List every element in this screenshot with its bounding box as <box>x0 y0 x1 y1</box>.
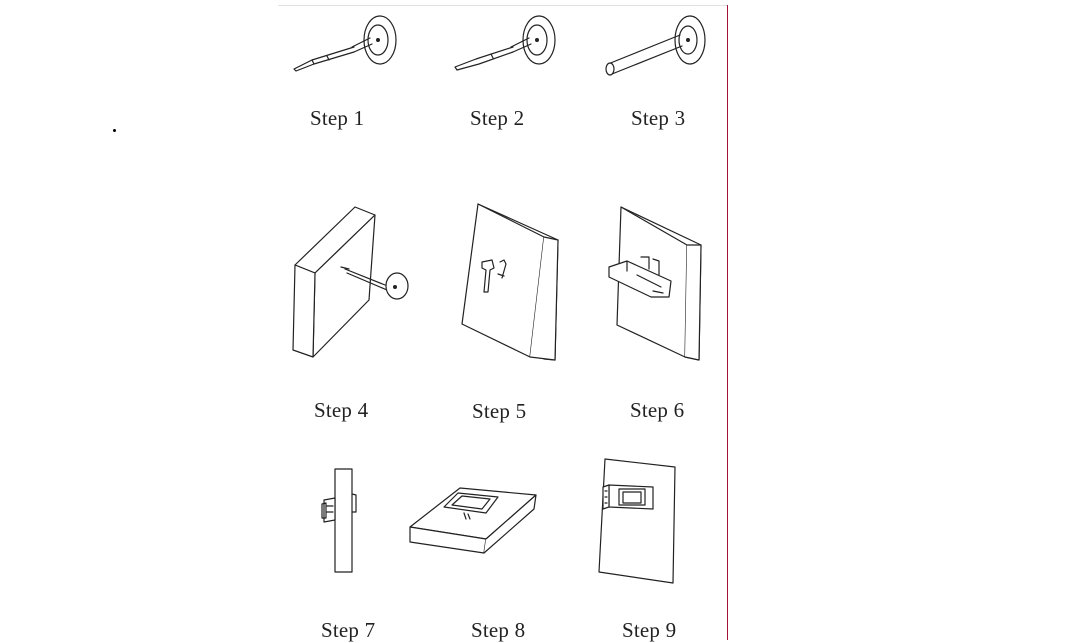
page-right-margin-line <box>727 5 728 640</box>
step-8-figure <box>408 485 538 555</box>
step-5-figure <box>460 202 560 362</box>
step-6-figure <box>607 205 707 363</box>
screw-mount-cable-icon <box>454 15 556 71</box>
step-9-label: Step 9 <box>622 618 677 642</box>
step-7-figure <box>320 468 365 574</box>
step-2-label: Step 2 <box>470 106 525 130</box>
step-3-label: Step 3 <box>631 106 686 130</box>
door-side-view-icon <box>321 468 357 573</box>
screw-mount-cover-icon <box>605 15 706 76</box>
step-1-figure <box>292 14 402 74</box>
step-7-label: Step 7 <box>321 618 376 642</box>
step-1-label: Step 1 <box>310 106 365 130</box>
step-5-label: Step 5 <box>472 399 527 423</box>
bullet-dot <box>113 129 116 132</box>
screw-mount-cable-icon <box>293 15 397 72</box>
page-top-divider <box>278 5 727 6</box>
step-3-figure <box>600 14 710 76</box>
door-indoor-unit-mount-icon <box>608 206 702 361</box>
door-screen-attached-icon <box>598 458 676 584</box>
door-bracket-icon <box>461 203 559 361</box>
door-flat-screen-icon <box>409 487 537 554</box>
step-4-figure <box>292 205 413 360</box>
step-6-label: Step 6 <box>630 398 685 422</box>
door-peephole-insert-icon <box>292 206 409 358</box>
step-4-label: Step 4 <box>314 398 369 422</box>
step-9-figure <box>597 457 679 585</box>
step-8-label: Step 8 <box>471 618 526 642</box>
step-2-figure <box>451 14 561 74</box>
